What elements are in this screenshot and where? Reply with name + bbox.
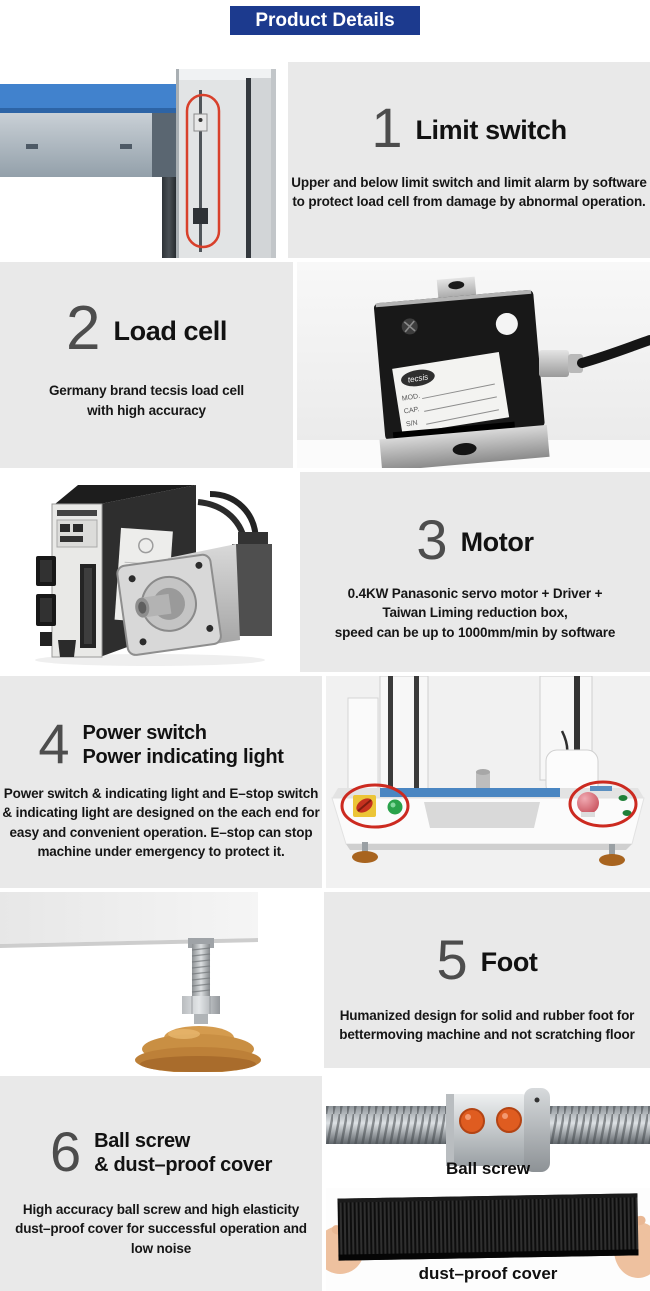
ball-bearing	[496, 1107, 522, 1133]
motor-photo	[0, 472, 296, 672]
ball-screw-caption: Ball screw	[445, 1159, 531, 1178]
section-title: Limit switch	[415, 115, 567, 146]
section-number: 6	[49, 1120, 82, 1183]
section-load-cell: 2 Load cell Germany brand tecsis load ce…	[0, 262, 293, 468]
section-title: Load cell	[113, 316, 228, 347]
section-description: Power switch & indicating light and E–st…	[2, 785, 320, 860]
highlight-oval-left	[340, 783, 410, 829]
hex-nut	[182, 996, 220, 1014]
lower-limit-switch	[193, 208, 208, 224]
e-stop-button	[577, 792, 599, 814]
dust-cover-caption: dust–proof cover	[418, 1264, 558, 1283]
load-cell-photo: tecsis MOD. CAP. S/N	[297, 262, 650, 468]
cable-gland	[539, 350, 569, 377]
mount-hole	[495, 312, 518, 335]
section-description: Germany brand tecsis load cell with high…	[48, 383, 245, 418]
section-number: 5	[436, 928, 468, 991]
brand-bar	[57, 510, 97, 516]
limit-switch-rail	[199, 90, 202, 252]
foot-photo	[0, 892, 320, 1072]
section-foot: 5 Foot Humanized design for solid and ru…	[324, 892, 650, 1068]
section-title: Ball screw & dust–proof cover	[94, 1130, 273, 1176]
section-description: 0.4KW Panasonic servo motor + Driver + T…	[334, 585, 616, 640]
indicator-light	[622, 810, 632, 816]
motor-illustration	[0, 472, 296, 672]
limit-switch-photo	[0, 62, 288, 258]
specimen-post	[476, 772, 490, 790]
load-cell-label: tecsis MOD. CAP. S/N	[392, 351, 510, 435]
label-field-sn: S/N	[406, 420, 419, 429]
page-title-banner: Product Details	[230, 6, 420, 35]
page-title: Product Details	[255, 9, 395, 31]
section-number: 1	[371, 96, 403, 159]
upper-limit-switch	[193, 113, 208, 132]
side-panel	[347, 697, 379, 797]
section-title: Power switch Power indicating light	[82, 722, 284, 768]
base-corner	[0, 892, 258, 944]
section-6-heading: 6 Ball screw & dust–proof cover	[49, 1120, 273, 1183]
section-ball-screw: 6 Ball screw & dust–proof cover High acc…	[0, 1076, 322, 1291]
machine-base-illustration	[326, 676, 650, 888]
nut-flange	[524, 1088, 550, 1172]
section-description: Upper and below limit switch and limit a…	[291, 174, 647, 210]
section-motor: 3 Motor 0.4KW Panasonic servo motor + Dr…	[300, 472, 650, 672]
highlight-oval-right	[568, 780, 638, 828]
highlight-oval	[185, 93, 221, 249]
indicator-light	[618, 795, 628, 801]
section-power-switch: 4 Power switch Power indicating light Po…	[0, 676, 322, 888]
section-4-heading: 4 Power switch Power indicating light	[38, 712, 284, 775]
ball-screw-photo: Ball screw	[326, 1076, 650, 1184]
section-number: 4	[38, 712, 70, 775]
brand-text: tecsis	[407, 372, 429, 384]
section-description: Humanized design for solid and rubber fo…	[339, 1007, 635, 1043]
machine-beam	[0, 84, 176, 112]
label-field-cap: CAP.	[404, 406, 420, 415]
machine-foot	[599, 854, 625, 866]
bellows	[337, 1193, 639, 1261]
dust-proof-cover-photo: dust–proof cover	[326, 1188, 650, 1291]
load-cell-illustration: tecsis MOD. CAP. S/N	[297, 262, 650, 468]
section-limit-switch: 1 Limit switch Upper and below limit swi…	[288, 62, 650, 258]
ball-screw-illustration	[326, 1076, 650, 1184]
left-column	[379, 676, 429, 795]
machine-base-photo	[326, 676, 650, 888]
cable	[577, 335, 650, 368]
s-type-load-cell: tecsis MOD. CAP. S/N	[373, 276, 550, 468]
section-1-heading: 1 Limit switch	[371, 96, 567, 159]
limit-switch-illustration	[0, 62, 288, 258]
section-number: 3	[416, 508, 448, 571]
section-number: 2	[66, 294, 101, 363]
section-2-heading: 2 Load cell	[66, 294, 228, 363]
tecsis-logo	[401, 369, 435, 387]
section-title: Foot	[480, 947, 538, 978]
section-3-heading: 3 Motor	[416, 508, 534, 571]
rubber-foot	[135, 1026, 261, 1072]
label-field-mod: MOD.	[401, 393, 420, 403]
foot-illustration	[0, 892, 320, 1072]
section-5-heading: 5 Foot	[436, 928, 538, 991]
ball-bearing	[459, 1108, 485, 1134]
section-description: High accuracy ball screw and high elasti…	[15, 1201, 307, 1256]
section-title: Motor	[460, 527, 534, 558]
machine-foot	[352, 851, 378, 863]
dust-cover-illustration	[326, 1188, 650, 1291]
servo-motor	[116, 491, 272, 656]
power-indicating-light	[387, 799, 403, 815]
threaded-stud	[192, 944, 210, 996]
blue-deck	[380, 788, 560, 797]
